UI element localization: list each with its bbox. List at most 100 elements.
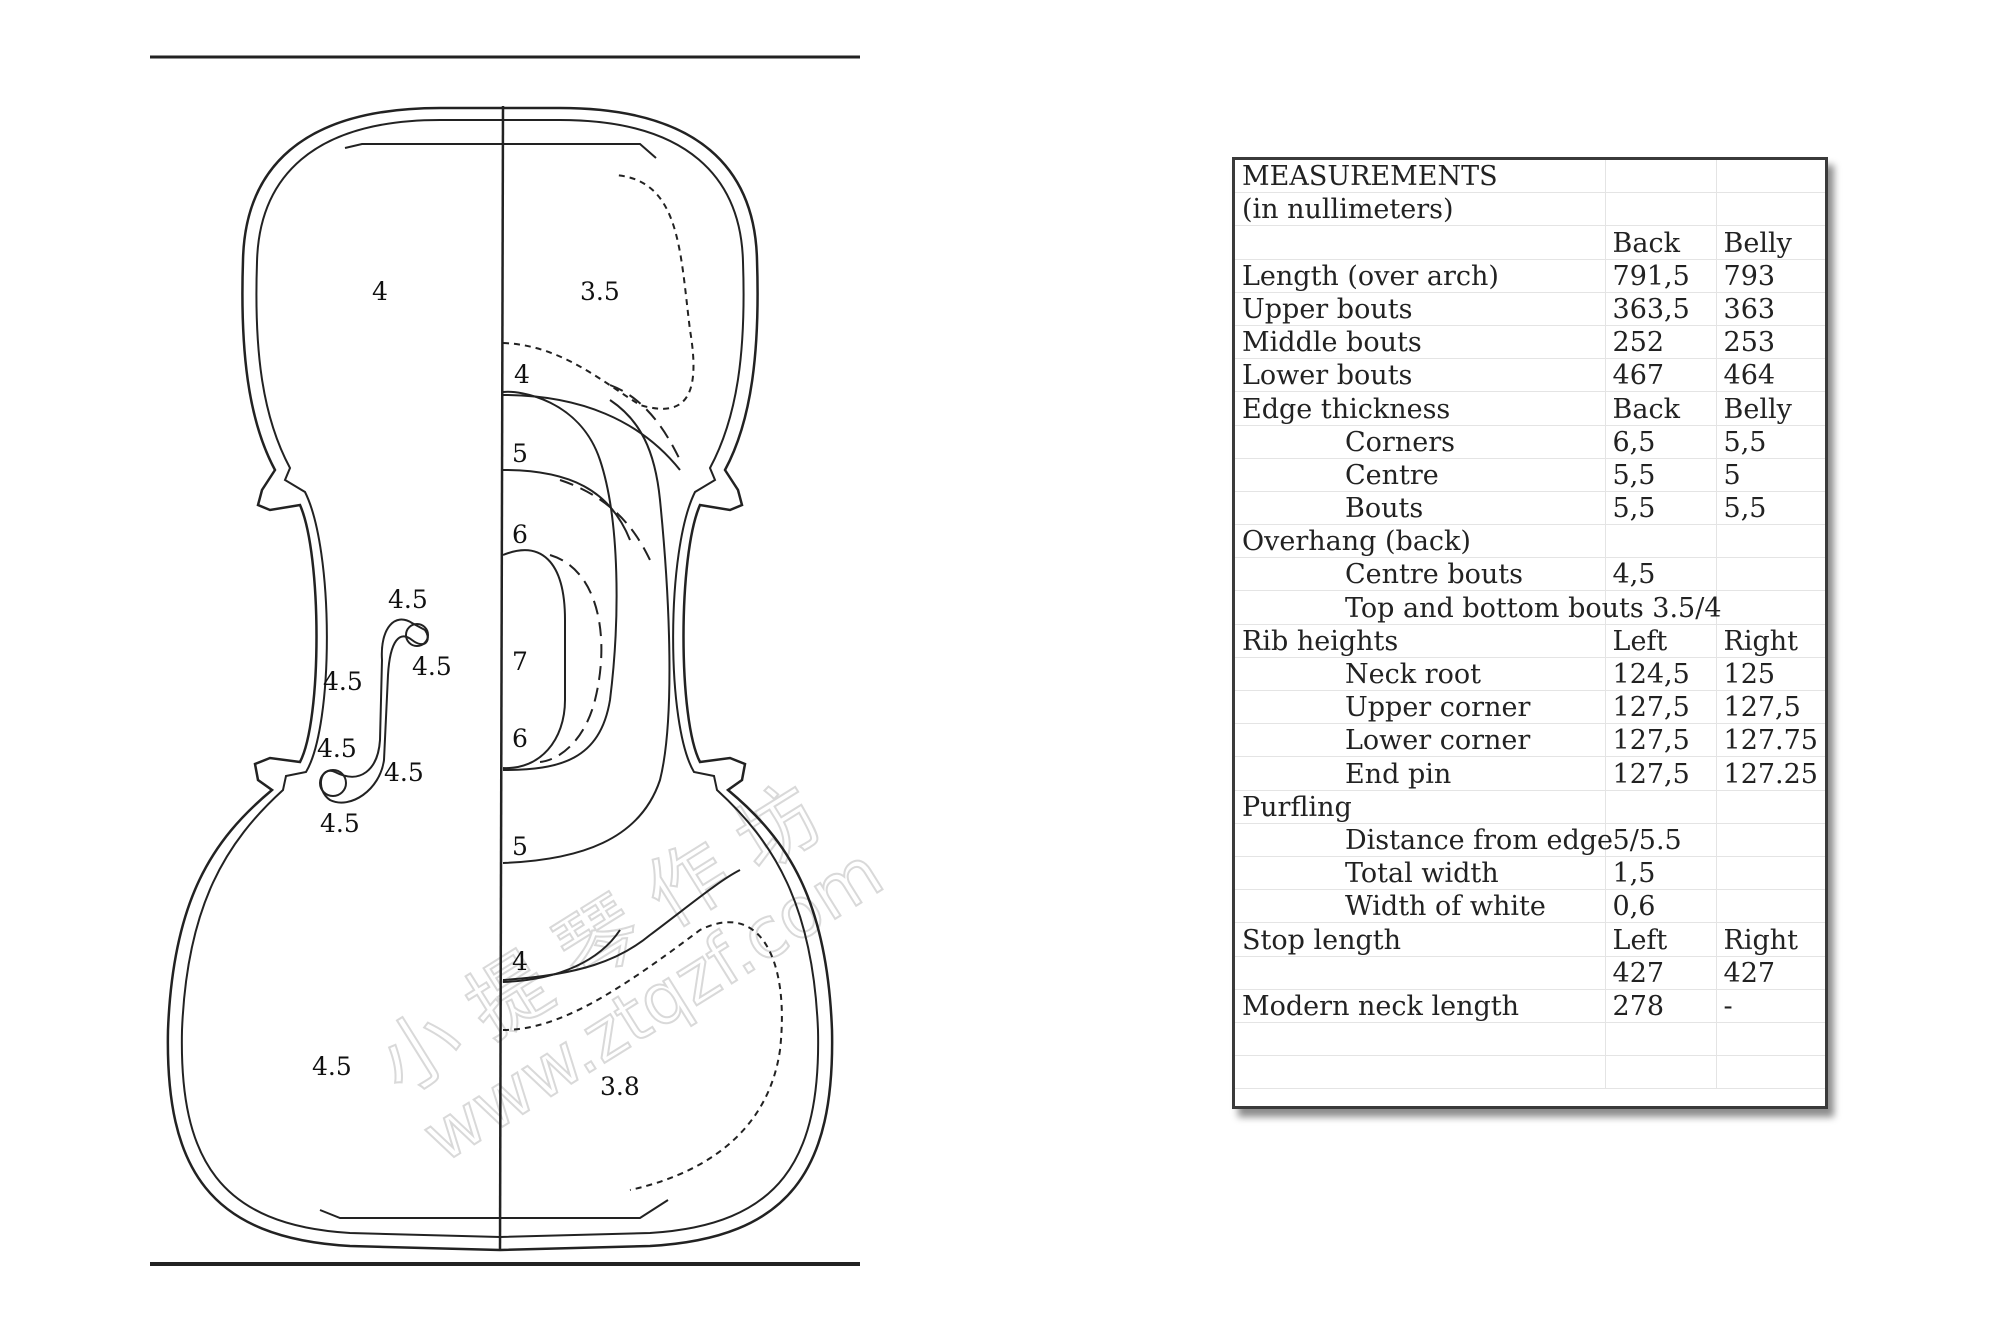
indent-cell — [1235, 590, 1338, 625]
row-label: Rib heights — [1235, 624, 1606, 658]
thickness-left-lower: 4.5 — [312, 1052, 352, 1081]
value-back-or-left: 5,5 — [1604, 491, 1717, 526]
row-label: Distance from edge — [1338, 823, 1613, 857]
f-hole — [320, 618, 429, 804]
value-back-or-left — [1604, 1022, 1717, 1057]
table-row: Top and bottom bouts 3.5/4 — [1235, 590, 1825, 625]
value-back-or-left: 1,5 — [1604, 856, 1717, 891]
row-label: MEASUREMENTS — [1235, 160, 1606, 194]
row-label: Upper bouts — [1235, 292, 1606, 326]
contour-6-upper — [502, 469, 631, 541]
value-back-or-left — [1604, 590, 1717, 625]
viola-plate-thickness-diagram: 小 提 琴 作 坊 www.ztqzf.com 4 4.5 4.5 4.5 4.… — [150, 55, 898, 1266]
row-label: Modern neck length — [1235, 989, 1606, 1023]
value-back-or-left: 791,5 — [1604, 259, 1717, 293]
value-back-or-left — [1604, 160, 1717, 194]
value-belly-or-right: Belly — [1715, 225, 1825, 260]
value-belly-or-right — [1715, 524, 1825, 559]
contour-5-upper — [502, 394, 681, 471]
thickness-contour-1: 4 — [514, 360, 530, 389]
contour-5-upper-dashed — [609, 384, 681, 461]
table-row: MEASUREMENTS — [1235, 160, 1825, 194]
value-back-or-left: 127,5 — [1604, 690, 1717, 725]
row-label: End pin — [1338, 756, 1606, 791]
thickness-f-lower-left: 4.5 — [317, 734, 357, 763]
value-back-or-left — [1604, 524, 1717, 559]
row-label: Overhang (back) — [1235, 524, 1606, 559]
value-back-or-left: 127,5 — [1604, 756, 1717, 791]
indent-cell — [1235, 657, 1338, 692]
indent-cell — [1235, 557, 1338, 592]
value-belly-or-right: 363 — [1715, 292, 1825, 326]
lining-top — [344, 143, 657, 159]
thickness-contour-2: 5 — [512, 439, 528, 468]
thickness-contour-6: 4 — [512, 947, 528, 976]
value-belly-or-right: Right — [1715, 922, 1825, 957]
value-belly-or-right: 127,5 — [1715, 690, 1825, 725]
table-row — [1235, 1022, 1825, 1057]
row-label: Lower corner — [1338, 723, 1606, 758]
value-belly-or-right: 793 — [1715, 259, 1825, 293]
value-belly-or-right — [1715, 823, 1825, 857]
value-back-or-left: 124,5 — [1604, 657, 1717, 692]
indent-cell — [1235, 425, 1338, 459]
indent-cell — [1235, 690, 1338, 725]
thickness-f-right: 4.5 — [412, 652, 452, 681]
row-label: Corners — [1338, 425, 1606, 459]
value-back-or-left: Left — [1604, 624, 1717, 658]
value-back-or-left: Back — [1604, 225, 1717, 260]
lining-bottom — [319, 1199, 669, 1219]
contour-6-outer — [502, 390, 618, 771]
value-belly-or-right: 125 — [1715, 657, 1825, 692]
row-label: Width of white — [1338, 889, 1606, 924]
thickness-right-upper: 3.5 — [580, 277, 620, 306]
value-back-or-left — [1604, 192, 1717, 227]
row-label: Centre bouts — [1338, 557, 1606, 592]
value-back-or-left: 0,6 — [1604, 889, 1717, 924]
contour-7-dashed — [539, 554, 603, 763]
thickness-contour-centre: 7 — [512, 647, 528, 676]
value-back-or-left: 363,5 — [1604, 292, 1717, 326]
value-back-or-left — [1604, 1055, 1717, 1090]
contour-lower-dashed — [502, 921, 783, 1191]
table-row — [1235, 1055, 1825, 1090]
value-belly-or-right — [1715, 1055, 1825, 1090]
value-belly-or-right — [1715, 1022, 1825, 1057]
watermark: 小 提 琴 作 坊 www.ztqzf.com — [360, 766, 897, 1179]
value-belly-or-right: 427 — [1715, 956, 1825, 990]
contour-4-lower-b — [502, 929, 621, 983]
row-label: Middle bouts — [1235, 325, 1606, 360]
thickness-f-top: 4.5 — [388, 585, 428, 614]
row-label: Stop length — [1235, 922, 1606, 957]
value-back-or-left: 467 — [1604, 358, 1717, 393]
indent-cell — [1235, 823, 1338, 857]
value-belly-or-right — [1715, 160, 1825, 194]
row-label: (in nullimeters) — [1235, 192, 1606, 227]
row-label: Purfling — [1235, 790, 1606, 824]
row-label: Edge thickness — [1235, 391, 1606, 426]
thickness-contour-4: 6 — [512, 724, 528, 753]
thickness-f-left: 4.5 — [323, 667, 363, 696]
row-label: Upper corner — [1338, 690, 1606, 725]
value-belly-or-right: 464 — [1715, 358, 1825, 393]
indent-cell — [1235, 491, 1338, 526]
indent-cell — [1235, 756, 1338, 791]
value-belly-or-right — [1715, 192, 1825, 227]
table-row: Purfling — [1235, 790, 1825, 824]
contour-5-outer — [502, 399, 671, 864]
value-back-or-left: 4,5 — [1604, 557, 1717, 592]
thickness-right-lower: 3.8 — [600, 1072, 640, 1101]
